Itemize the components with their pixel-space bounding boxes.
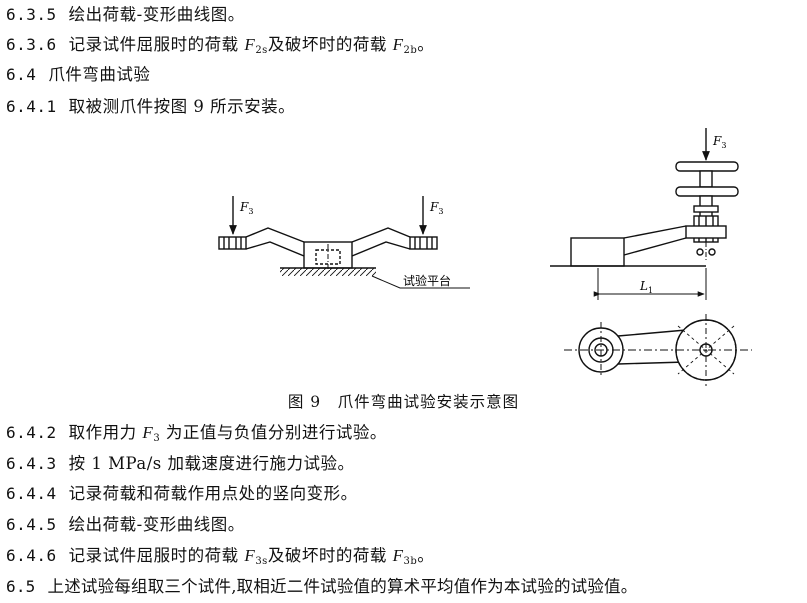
clause-text: 记录荷载和荷载作用点处的竖向变形。: [68, 484, 358, 503]
line-6-4-3: 6.4.3 按 1 MPa/s 加载速度进行施力试验。: [6, 453, 355, 475]
claw-plan-view: [564, 314, 752, 386]
line-6-4-2: 6.4.2 取作用力 F3 为正值与负值分别进行试验。: [6, 422, 387, 450]
clause-text-post: 。: [417, 35, 435, 54]
variable-f: F: [392, 35, 404, 54]
subscript: 3s: [255, 556, 268, 567]
clause-number: 6.5: [6, 577, 36, 596]
clause-text-pre: 记录试件屈服时的荷载: [68, 546, 245, 565]
subscript: 2b: [403, 45, 418, 56]
line-6-3-5: 6.3.5 绘出荷载-变形曲线图。: [6, 4, 245, 26]
claw-on-platform-drawing: [218, 196, 470, 289]
line-6-4-4: 6.4.4 记录荷载和荷载作用点处的竖向变形。: [6, 483, 358, 505]
line-6-4-5: 6.4.5 绘出荷载-变形曲线图。: [6, 514, 245, 536]
clause-text-mid: 及破坏时的荷载: [267, 546, 393, 565]
force-label-right: F3: [429, 200, 443, 216]
clause-number: 6.4.5: [6, 515, 57, 534]
claw-side-elevation: [550, 128, 739, 300]
clause-text-post: 。: [417, 546, 435, 565]
force-label-left: F3: [239, 200, 253, 216]
clause-text: 绘出荷载-变形曲线图。: [68, 5, 245, 24]
line-6-4-1: 6.4.1 取被测爪件按图 9 所示安装。: [6, 96, 295, 118]
platform-label: 试验平台: [403, 273, 451, 288]
clause-number: 6.4.3: [6, 454, 57, 473]
variable-f: F: [244, 35, 256, 54]
subscript: 3: [153, 433, 161, 444]
clause-text-mid: 及破坏时的荷载: [267, 35, 393, 54]
section-heading: 爪件弯曲试验: [48, 65, 151, 84]
clause-text-pre: 取作用力: [68, 423, 143, 442]
variable-f: F: [244, 546, 256, 565]
clause-number: 6.4.2: [6, 423, 57, 442]
clause-number: 6.4.1: [6, 97, 57, 116]
clause-number: 6.4.6: [6, 546, 57, 565]
clause-number: 6.4: [6, 65, 37, 84]
subscript: 3b: [403, 556, 418, 567]
figure-caption: 图 9 爪件弯曲试验安装示意图: [287, 393, 520, 411]
line-6-5: 6.5 上述试验每组取三个试件,取相近二件试验值的算术平均值作为本试验的试验值。: [6, 576, 637, 598]
force-label-top: F3: [712, 134, 726, 150]
clause-text: 上述试验每组取三个试件,取相近二件试验值的算术平均值作为本试验的试验值。: [47, 577, 638, 596]
clause-text-post: 为正值与负值分别进行试验。: [160, 423, 387, 442]
clause-text-pre: 记录试件屈服时的荷载: [68, 35, 245, 54]
clause-text: 取被测爪件按图 9 所示安装。: [68, 97, 296, 116]
variable-f: F: [142, 423, 154, 442]
figure-9: F3 F3 试验平台 F3 L1: [218, 128, 752, 386]
clause-text: 绘出荷载-变形曲线图。: [68, 515, 245, 534]
line-6-4: 6.4 爪件弯曲试验: [6, 64, 150, 86]
clause-number: 6.3.5: [6, 5, 57, 24]
clause-text: 按 1 MPa/s 加载速度进行施力试验。: [68, 454, 355, 473]
clause-number: 6.3.6: [6, 35, 57, 54]
subscript: 2s: [255, 45, 268, 56]
clause-number: 6.4.4: [6, 484, 57, 503]
variable-f: F: [392, 546, 404, 565]
length-label: L1: [639, 279, 653, 295]
